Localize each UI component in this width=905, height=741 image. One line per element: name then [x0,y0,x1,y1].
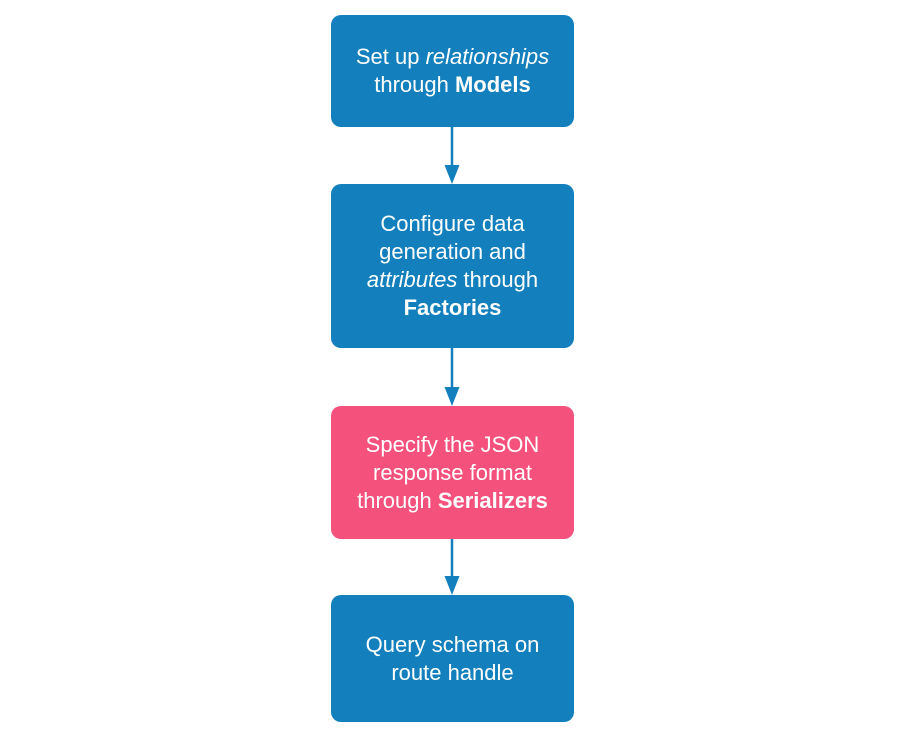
text-segment: Configure data [380,211,525,236]
text-segment: Serializers [437,487,548,513]
node-text-line: through Models [374,71,531,99]
text-segment: Set up [355,44,426,69]
text-segment: through [357,487,438,513]
text-segment: generation and [379,239,526,264]
node-text-line: route handle [391,659,513,687]
node-text-line: Factories [404,294,502,322]
node-text-line: Set up relationships [356,43,549,71]
node-text-line: Configure data [380,210,524,238]
text-segment: Models [454,72,531,97]
arrow-models-to-factories-icon [444,127,460,184]
flowchart-node-models: Set up relationships through Models [331,15,574,127]
arrow-factories-to-serializers-icon [444,348,460,406]
node-text-line: generation and [379,238,526,266]
node-text-line: response format [373,459,532,487]
text-segment: Factories [403,295,502,320]
node-text-line: through Serializers [357,487,548,515]
text-segment: through [457,267,539,292]
text-segment: attributes [366,267,458,292]
flowchart-node-route-handle: Query schema on route handle [331,595,574,722]
text-segment: Query schema on [365,631,540,657]
text-segment: Specify the JSON [365,431,540,457]
node-text-line: Query schema on [366,631,540,659]
text-segment: relationships [425,44,550,69]
flowchart-node-serializers: Specify the JSON response format through… [331,406,574,539]
node-text-line: Specify the JSON [366,431,540,459]
text-segment: response format [373,459,532,485]
flowchart-node-factories: Configure data generation and attributes… [331,184,574,348]
arrow-serializers-to-route-handle-icon [444,539,460,595]
text-segment: through [374,72,455,97]
node-text-line: attributes through [367,266,538,294]
text-segment: route handle [391,659,514,685]
